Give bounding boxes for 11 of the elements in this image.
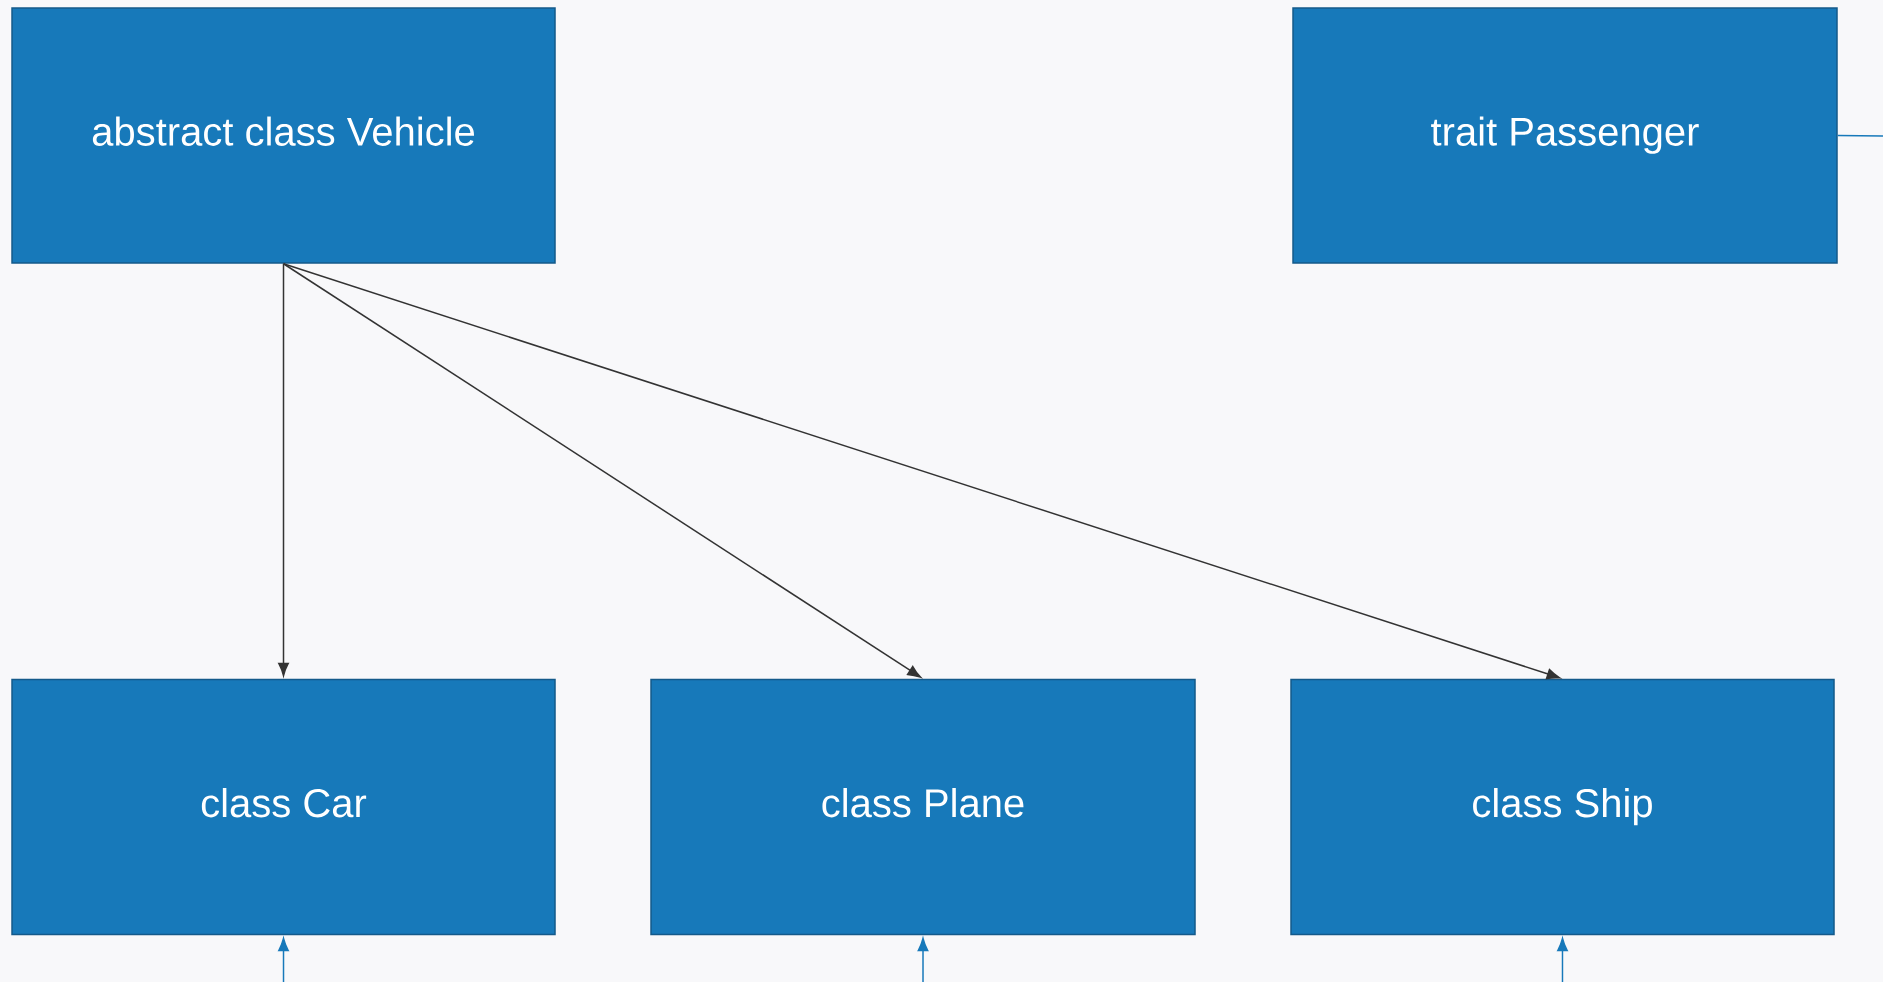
arrow — [278, 263, 289, 677]
arrow — [282, 263, 922, 678]
arrow — [278, 937, 289, 982]
class-box: class Ship — [1290, 678, 1835, 936]
class-box: class Car — [11, 678, 556, 936]
class-box: trait Passenger — [1292, 7, 1838, 264]
class-box: class Plane — [650, 678, 1196, 936]
class-box: abstract class Vehicle — [11, 7, 556, 264]
arrow — [917, 937, 929, 982]
arrow — [1557, 937, 1568, 982]
arrow — [282, 263, 1561, 680]
